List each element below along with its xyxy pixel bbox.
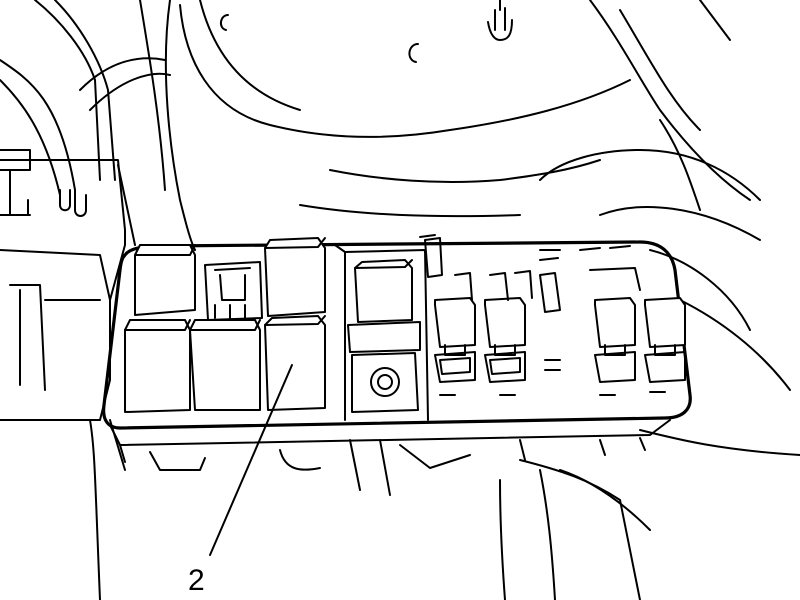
- engine-bay-background: [139, 0, 800, 600]
- callout-leader-line: [209, 364, 293, 556]
- fuse-bank-right: [434, 245, 686, 396]
- callout-label-2: 2: [188, 564, 205, 597]
- body-markings: [220, 0, 513, 63]
- relay-group-left: [124, 244, 263, 413]
- left-bracket: [0, 249, 126, 600]
- middle-section: [334, 234, 443, 421]
- relay: [264, 237, 326, 411]
- wire-harness-upper-left: [0, 0, 171, 301]
